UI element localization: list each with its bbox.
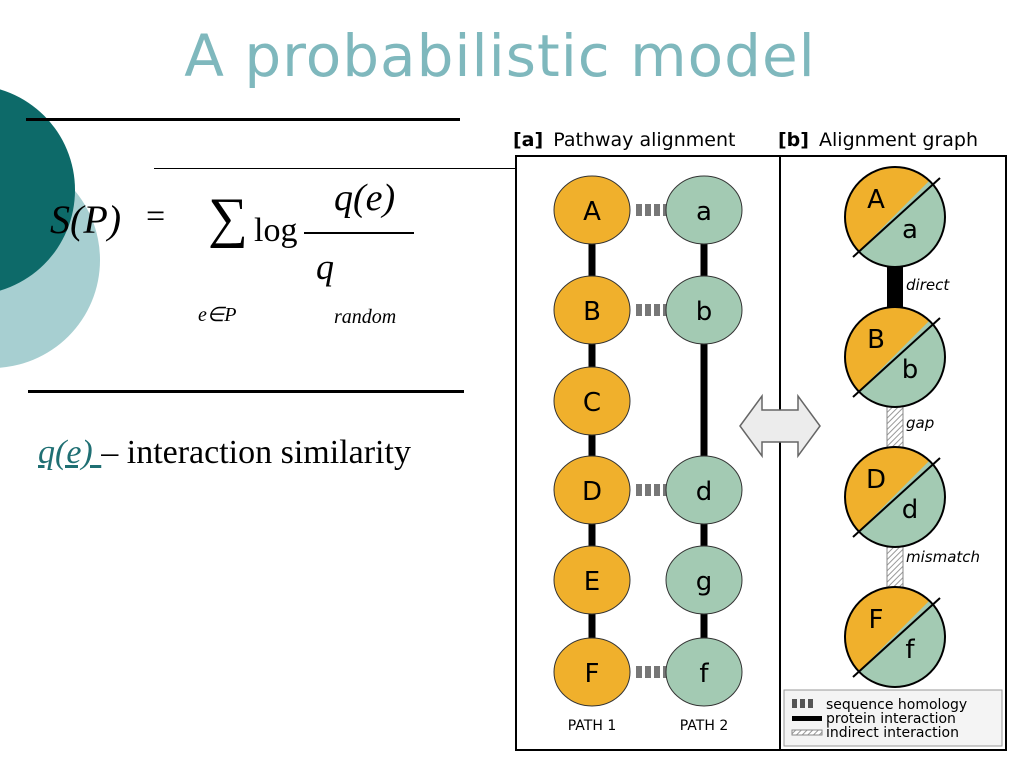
legend-interaction-icon <box>792 716 822 721</box>
path2-node-d: d <box>665 455 743 525</box>
svg-text:B: B <box>867 325 885 355</box>
svg-text:a: a <box>696 197 712 227</box>
legend-indirect-icon <box>791 729 823 736</box>
svg-text:g: g <box>696 567 713 597</box>
formula-denominator: q <box>316 247 334 287</box>
graph-node-bb: B b <box>844 306 946 408</box>
qe-link[interactable]: q(e) <box>38 434 102 471</box>
path2-nodes: a b d g f <box>665 175 743 707</box>
svg-text:f: f <box>699 659 709 689</box>
svg-text:C: C <box>583 388 601 418</box>
formula-lhs: S(P) <box>50 197 122 242</box>
path2-node-g: g <box>665 545 743 615</box>
path1-node-c: C <box>553 366 631 436</box>
fraction-bar <box>304 232 414 234</box>
path2-node-a: a <box>665 175 743 245</box>
graph-node-aa: A a <box>844 166 946 268</box>
path1-node-e: E <box>553 545 631 615</box>
path1-node-a: A <box>553 175 631 245</box>
rule-thin <box>154 168 516 169</box>
path1-node-f: F <box>553 637 631 707</box>
panel-a-frame <box>515 155 781 751</box>
formula-sum-sub: e∈P <box>198 304 237 326</box>
svg-text:b: b <box>696 297 713 327</box>
legend-homology: sequence homology <box>826 697 967 713</box>
svg-text:a: a <box>902 215 918 245</box>
rule-bottom <box>28 390 464 393</box>
double-arrow-icon <box>739 393 821 459</box>
rule-top <box>26 118 460 121</box>
svg-text:[a] Pathway alignment: [a] Pathway alignment <box>513 129 735 151</box>
path2-node-f: f <box>665 637 743 707</box>
formula-log: log <box>254 212 298 249</box>
svg-text:D: D <box>866 465 886 495</box>
panel-a-title: Pathway alignment <box>553 129 735 151</box>
edge-label-gap: gap <box>906 414 934 432</box>
panel-b-title: Alignment graph <box>819 129 978 151</box>
alignment-figure: [a] Pathway alignment [b] Alignment grap… <box>513 129 1007 751</box>
svg-text:b: b <box>902 355 919 385</box>
svg-text:D: D <box>582 477 602 507</box>
svg-text:B: B <box>583 297 601 327</box>
path1-node-b: B <box>553 275 631 345</box>
svg-text:f: f <box>905 635 915 665</box>
decorative-circles <box>0 89 100 368</box>
legend-homology-icon <box>792 699 813 708</box>
svg-text:F: F <box>869 605 884 635</box>
dark-teal-circle <box>0 89 75 291</box>
svg-text:F: F <box>585 659 600 689</box>
legend-indirect: indirect interaction <box>826 725 959 741</box>
graph-node-ff: F f <box>844 586 946 688</box>
formula-denominator-sub: random <box>334 306 397 328</box>
formula-numerator: q(e) <box>334 177 396 219</box>
path1-nodes: A B C D E F <box>553 175 631 707</box>
path2-label: PATH 2 <box>680 718 728 734</box>
definition-line: q(e) – interaction similarity <box>38 434 411 472</box>
panel-b-tag: [b] <box>778 129 809 151</box>
definition-text: – interaction similarity <box>101 434 411 471</box>
svg-text:d: d <box>902 495 919 525</box>
path1-node-d: D <box>553 455 631 525</box>
edge-label-mismatch: mismatch <box>906 548 980 566</box>
score-formula: S(P) = ∑ log q(e) q random e∈P <box>0 0 520 400</box>
panel-a-tag: [a] <box>513 129 543 151</box>
formula-sum: ∑ <box>208 187 248 249</box>
edge-direct <box>887 260 903 316</box>
svg-text:A: A <box>583 197 601 227</box>
graph-node-dd: D d <box>844 446 946 548</box>
legend-interaction: protein interaction <box>826 711 956 727</box>
edge-label-direct: direct <box>906 276 950 294</box>
path2-node-b: b <box>665 275 743 345</box>
formula-equals: = <box>146 198 166 235</box>
svg-text:[b] Alignment graph: [b] Alignment graph <box>778 129 978 151</box>
svg-text:A: A <box>867 185 885 215</box>
svg-text:E: E <box>584 567 600 597</box>
svg-text:d: d <box>696 477 713 507</box>
slide-title: A probabilistic model <box>184 22 816 90</box>
path1-label: PATH 1 <box>568 718 616 734</box>
